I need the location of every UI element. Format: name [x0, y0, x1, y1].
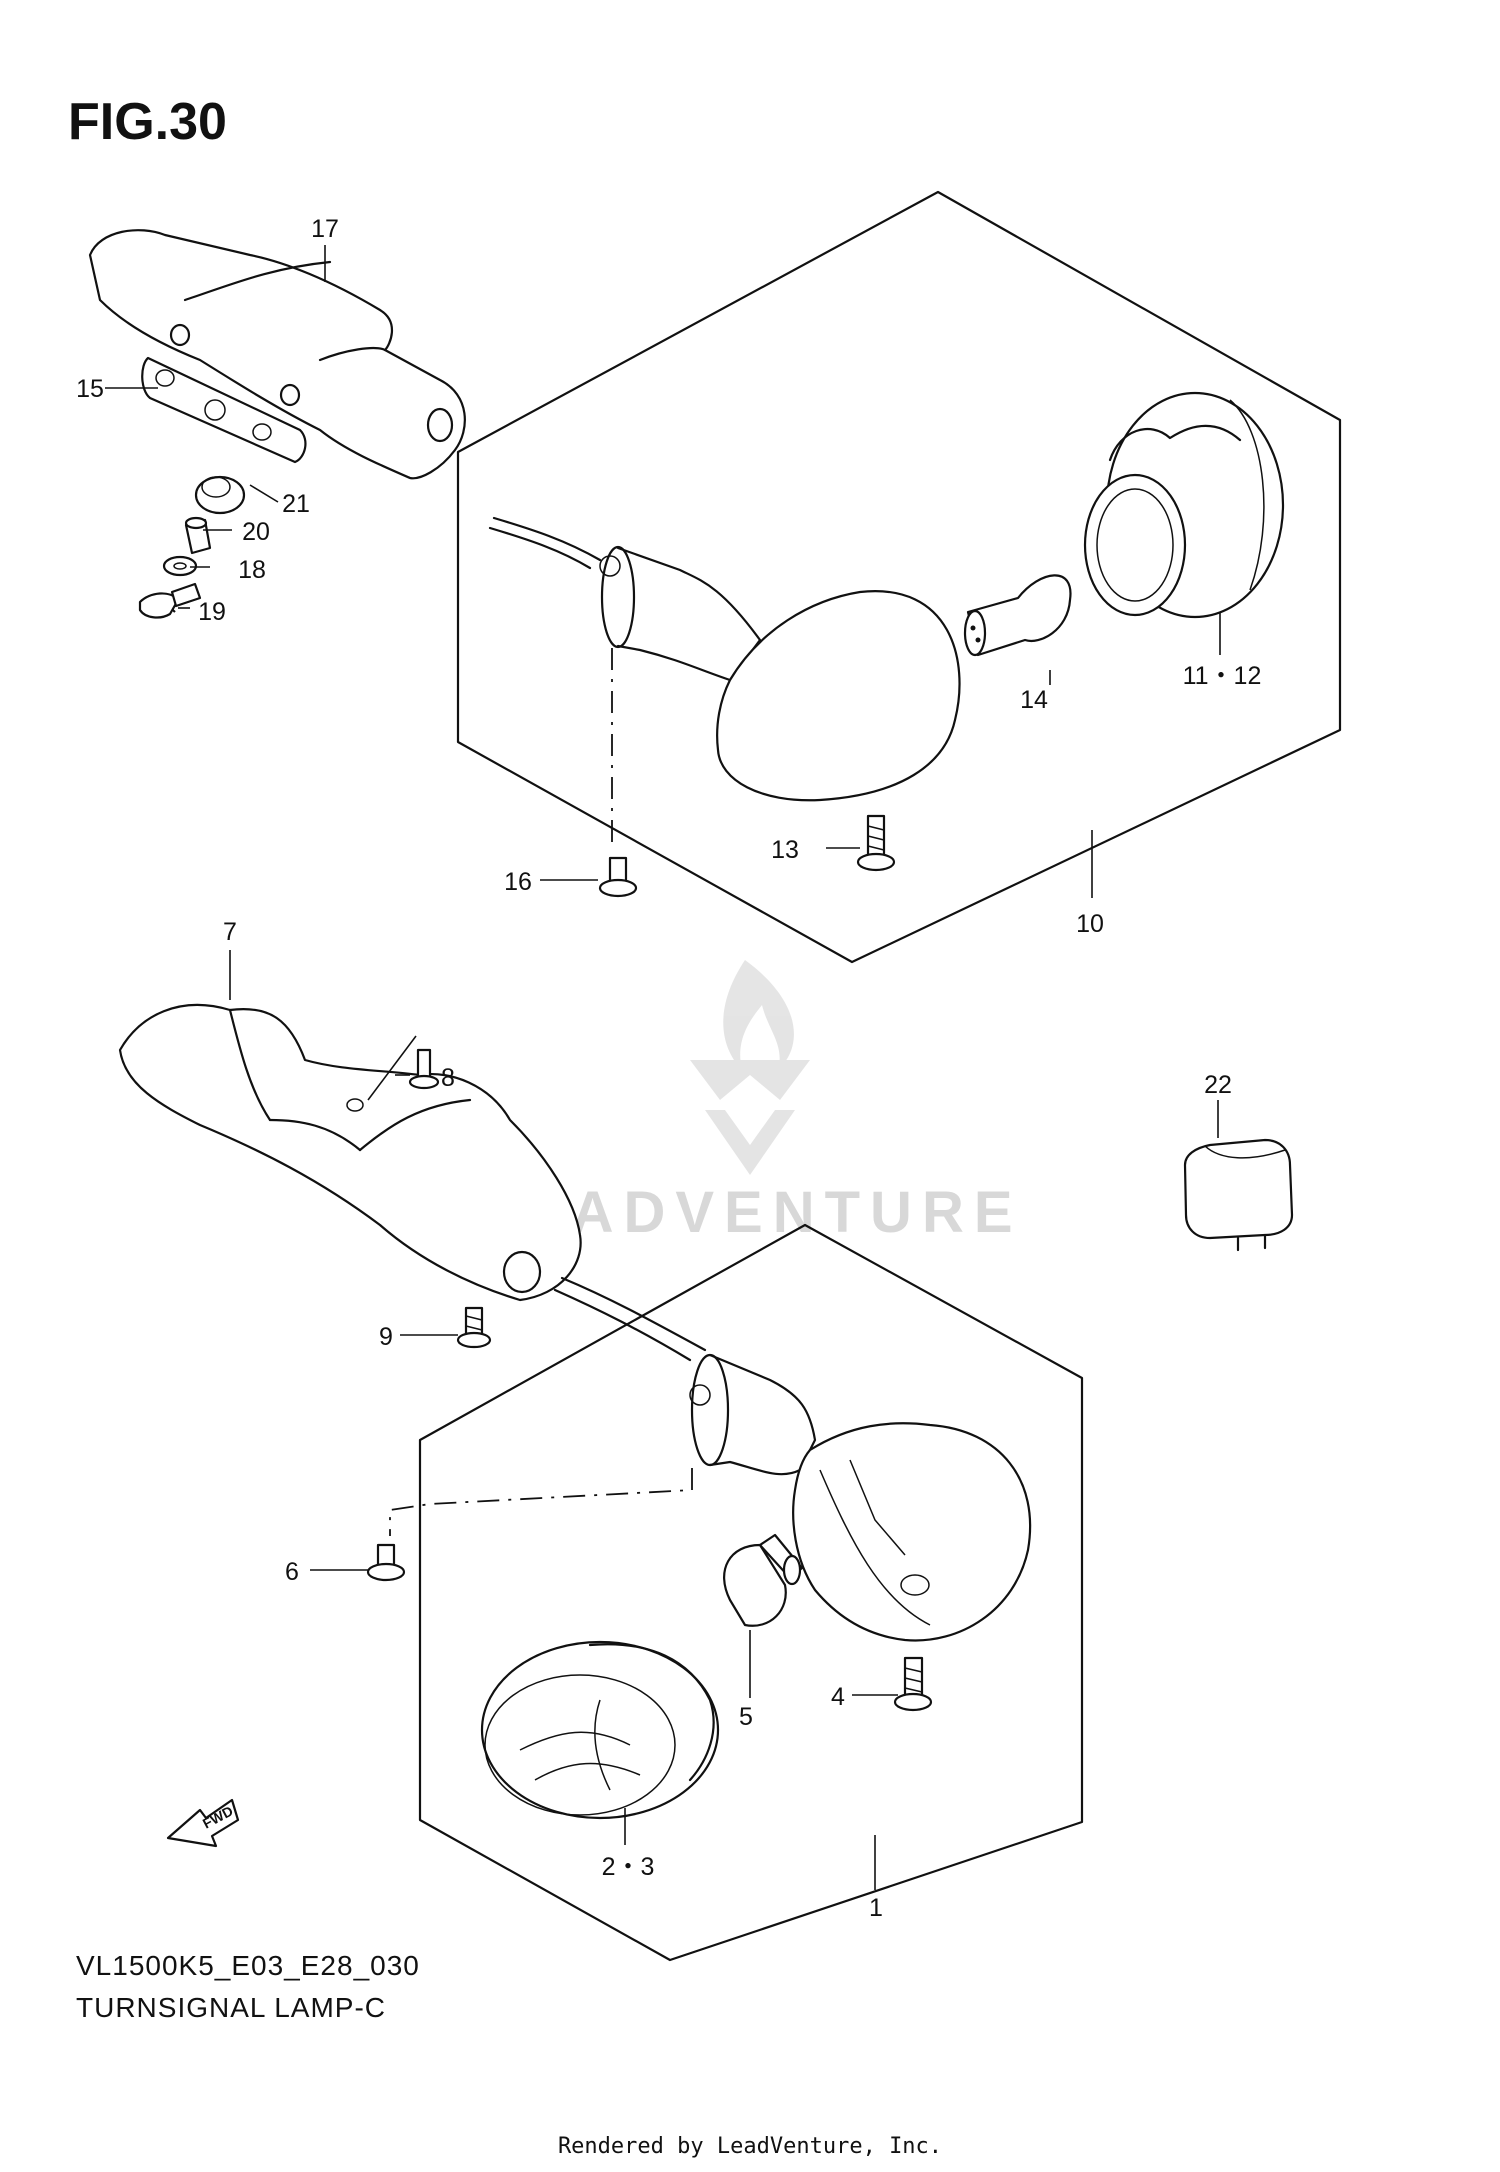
part-label-16: 16	[504, 868, 532, 896]
screw-8	[408, 1048, 440, 1090]
screw-4	[893, 1656, 933, 1712]
relay-22	[1183, 1138, 1294, 1252]
model-code: VL1500K5_E03_E28_030	[76, 1950, 420, 1981]
part-label-1: 1	[869, 1894, 883, 1922]
part-label-11-12: 11・12	[1183, 662, 1262, 690]
lens-2-3	[480, 1640, 720, 1820]
cushion-21	[194, 475, 246, 515]
turn-signal-housing-upper	[488, 516, 961, 802]
bulb-14	[963, 574, 1072, 657]
part-label-5: 5	[739, 1703, 753, 1731]
figure-title: FIG.30	[68, 93, 227, 151]
part-label-21: 21	[282, 490, 310, 518]
part-label-6: 6	[285, 1558, 299, 1586]
footer-credit: Rendered by LeadVenture, Inc.	[557, 2134, 943, 2159]
washer-18	[162, 555, 198, 577]
assembly-name: TURNSIGNAL LAMP-C	[76, 1992, 387, 2023]
part-label-18: 18	[238, 556, 266, 584]
bolt-19	[138, 582, 202, 619]
part-label-15: 15	[76, 375, 104, 403]
collar-20	[184, 516, 212, 555]
bracket-7	[118, 1003, 582, 1302]
fwd-arrow-icon: FWD	[166, 1798, 240, 1848]
assembly-box-1	[418, 1223, 1084, 1962]
leader-8-path	[367, 1035, 417, 1101]
part-label-20: 20	[242, 518, 270, 546]
assembly-box-10	[456, 190, 1342, 964]
bulb-5	[723, 1533, 804, 1627]
part-label-10: 10	[1076, 910, 1104, 938]
bracket-17	[88, 229, 466, 480]
plate-15	[141, 356, 307, 464]
center-line-6	[389, 1468, 693, 1536]
part-label-22: 22	[1204, 1071, 1232, 1099]
part-label-19: 19	[198, 598, 226, 626]
part-labels: 17 15 21 20 18 19 14 11・12 13 16 10 7 8 …	[76, 215, 1261, 1922]
screw-13	[856, 814, 896, 872]
lens-11-12	[1083, 391, 1285, 619]
turn-signal-housing-lower	[553, 1276, 1032, 1642]
part-label-14: 14	[1020, 686, 1048, 714]
part-label-13: 13	[771, 836, 799, 864]
part-label-9: 9	[379, 1323, 393, 1351]
part-label-2-3: 2・3	[602, 1853, 655, 1881]
screw-16	[598, 856, 638, 898]
leader-lines	[105, 245, 1221, 1890]
screw-9	[456, 1306, 492, 1349]
part-label-4: 4	[831, 1683, 845, 1711]
part-label-17: 17	[311, 215, 339, 243]
part-label-8: 8	[441, 1064, 455, 1092]
screw-6	[366, 1543, 406, 1582]
part-label-7: 7	[223, 918, 237, 946]
